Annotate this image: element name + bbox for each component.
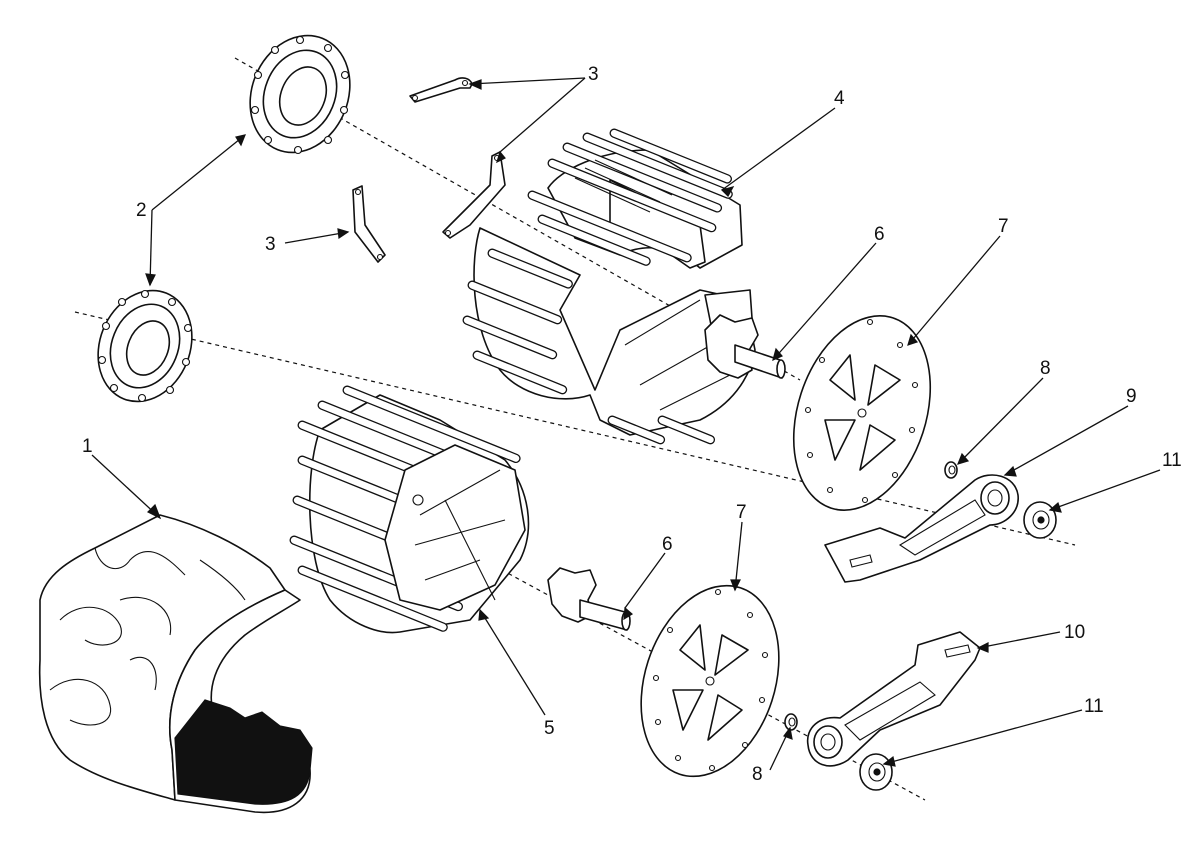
half-drum-middle bbox=[462, 227, 756, 445]
arrowheads bbox=[145, 79, 1062, 767]
wheel-disc-upper bbox=[792, 315, 932, 511]
callout-8-upper: 8 bbox=[1040, 358, 1051, 379]
axle-upper bbox=[704, 314, 786, 379]
callout-3-left: 3 bbox=[265, 234, 276, 255]
callout-7-lower: 7 bbox=[736, 502, 747, 523]
callout-1: 1 bbox=[82, 436, 93, 457]
clip-middle bbox=[442, 151, 506, 239]
callout-6-upper: 6 bbox=[874, 224, 885, 245]
clip-top bbox=[409, 77, 473, 103]
cap-upper bbox=[1023, 501, 1057, 539]
leader-lines bbox=[91, 77, 1161, 771]
callout-10: 10 bbox=[1064, 622, 1085, 643]
callout-11-upper: 11 bbox=[1162, 450, 1182, 471]
arm-bracket-upper bbox=[824, 474, 1019, 583]
rubber-track bbox=[38, 514, 313, 814]
callout-9: 9 bbox=[1126, 386, 1137, 407]
clip-left bbox=[352, 185, 386, 263]
half-drum-upper bbox=[527, 128, 743, 269]
bushing-upper bbox=[944, 461, 958, 479]
callout-7-upper: 7 bbox=[998, 216, 1009, 237]
drum-lower bbox=[289, 385, 530, 634]
callout-8-lower: 8 bbox=[752, 764, 763, 785]
flange-ring-upper bbox=[249, 34, 351, 155]
axle-lower bbox=[547, 567, 631, 631]
cap-lower bbox=[859, 753, 893, 791]
callout-4: 4 bbox=[834, 88, 845, 109]
callout-5: 5 bbox=[544, 718, 555, 739]
callout-labels: 1 2 3 3 4 5 6 6 7 7 8 8 9 10 11 11 bbox=[82, 64, 1182, 785]
callout-2: 2 bbox=[136, 200, 147, 221]
flange-ring-lower bbox=[97, 289, 193, 403]
arm-bracket-lower bbox=[806, 631, 981, 767]
callout-6-lower: 6 bbox=[662, 534, 673, 555]
bushing-lower bbox=[784, 713, 798, 731]
wheel-disc-lower bbox=[640, 584, 780, 778]
callout-3-top: 3 bbox=[588, 64, 599, 85]
callout-11-lower: 11 bbox=[1084, 696, 1104, 717]
